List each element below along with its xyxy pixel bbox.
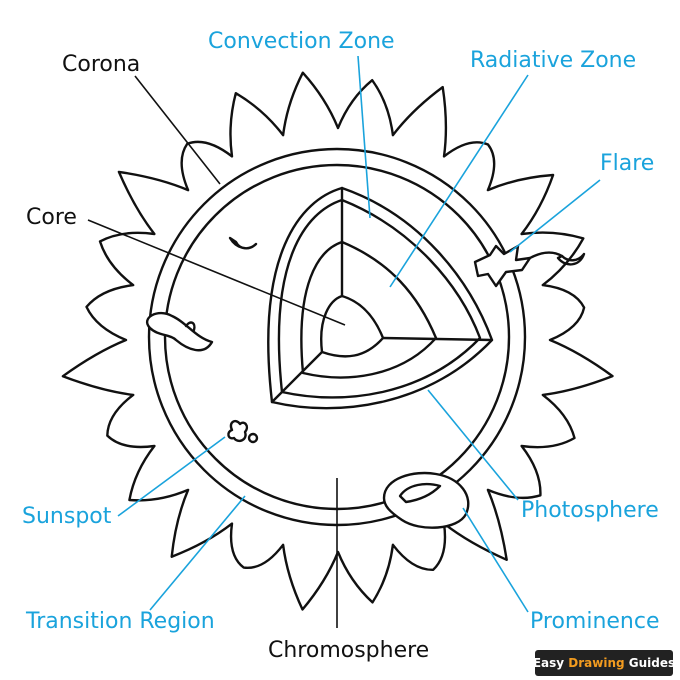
cut-edge-right xyxy=(381,336,494,342)
label-corona: Corona xyxy=(62,52,140,77)
core-shape xyxy=(320,294,385,358)
radiative-zone-shape xyxy=(300,240,438,379)
label-sunspot: Sunspot xyxy=(22,504,112,529)
label-transition-region: Transition Region xyxy=(25,609,215,634)
leader-corona xyxy=(134,75,221,185)
flare-shape xyxy=(473,244,532,288)
left-loop-feature xyxy=(146,311,214,352)
leader-sunspot xyxy=(117,436,226,517)
logo-word-guides: Guides xyxy=(628,656,676,670)
flare-streak xyxy=(528,251,564,260)
easy-drawing-guides-logo: Easy Drawing Guides xyxy=(532,650,676,676)
prominence-inner xyxy=(398,482,442,504)
leader-core xyxy=(87,219,346,326)
leader-prominence xyxy=(462,507,529,613)
leader-transition xyxy=(149,495,246,611)
logo-word-drawing: Drawing xyxy=(568,656,625,670)
sunspot-small xyxy=(247,432,259,444)
label-photosphere: Photosphere xyxy=(521,498,659,523)
label-chromosphere: Chromosphere xyxy=(268,638,429,663)
label-flare: Flare xyxy=(600,151,654,176)
leader-convection xyxy=(357,55,371,219)
leader-photosphere xyxy=(427,389,519,501)
label-radiative-zone: Radiative Zone xyxy=(470,48,636,73)
prominence-shape xyxy=(382,471,470,529)
left-loop-hook xyxy=(184,321,196,332)
crescent-left xyxy=(228,236,258,250)
crescent-right xyxy=(556,252,586,266)
label-convection-zone: Convection Zone xyxy=(208,29,395,54)
label-prominence: Prominence xyxy=(530,609,660,634)
leader-flare xyxy=(509,179,601,253)
logo-word-easy: Easy xyxy=(532,656,565,670)
leader-radiative xyxy=(389,74,529,288)
corona-outline xyxy=(61,71,614,611)
sunspot-shape xyxy=(227,419,249,443)
cut-edge-left xyxy=(270,350,324,404)
convection-zone-inner xyxy=(277,198,482,399)
label-core: Core xyxy=(26,205,77,230)
convection-zone-shape xyxy=(267,186,494,410)
